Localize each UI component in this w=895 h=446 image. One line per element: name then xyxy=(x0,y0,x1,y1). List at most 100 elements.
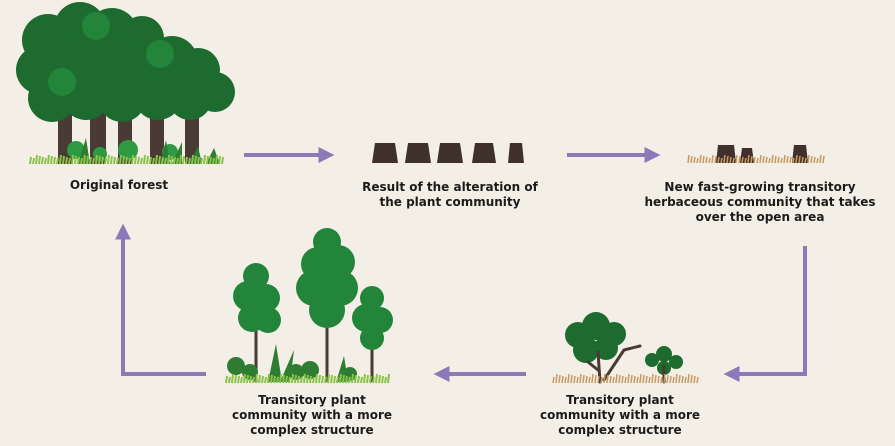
grass-blade xyxy=(95,154,98,165)
grass-blade xyxy=(300,376,303,384)
grass-blade xyxy=(261,375,264,384)
grass-blade xyxy=(561,375,564,384)
grass-blade xyxy=(345,375,348,384)
grass-blade xyxy=(110,155,113,165)
grass-blade xyxy=(813,156,816,164)
grass-blade xyxy=(291,373,294,384)
grass-blade xyxy=(678,374,681,384)
grass-blade xyxy=(38,155,41,165)
grass-blade xyxy=(182,155,185,165)
grass-blade xyxy=(32,157,35,165)
grass-blade xyxy=(624,376,627,384)
label-herbaceous-community: New fast-growing transitory herbaceous c… xyxy=(644,180,876,224)
grass-blade xyxy=(807,154,810,164)
herbaceous-illustration xyxy=(687,145,825,164)
grass-blade xyxy=(209,156,212,165)
grass-blade xyxy=(615,373,618,384)
grass-blade xyxy=(804,157,807,164)
grass-blade xyxy=(360,376,363,384)
grass-blade xyxy=(194,155,197,165)
grass-blade xyxy=(270,374,273,384)
grass-blade xyxy=(218,155,221,165)
grass-blade xyxy=(249,375,252,384)
grass-blade xyxy=(675,373,678,384)
grass-blade xyxy=(567,373,570,384)
grass-blade xyxy=(285,375,288,384)
grass-blade xyxy=(819,154,822,164)
grass-blade xyxy=(747,154,750,164)
grass-blade xyxy=(573,375,576,384)
grass-blade xyxy=(702,155,705,164)
grass-blade xyxy=(789,156,792,164)
grass-blade xyxy=(170,155,173,165)
grass-blade xyxy=(630,374,633,384)
grass-blade xyxy=(206,155,209,165)
grass-blade xyxy=(666,374,669,384)
grass-blade xyxy=(89,156,92,165)
grass-blade xyxy=(591,373,594,384)
label-early-transitory-community: Transitory plant community with a more c… xyxy=(539,393,701,437)
cycle-arrows xyxy=(115,147,807,382)
grass-blade xyxy=(732,157,735,164)
grass-blade xyxy=(642,374,645,384)
grass-blade xyxy=(188,157,191,165)
grass-blade xyxy=(363,373,366,384)
grass-blade xyxy=(200,157,203,165)
grass-blade xyxy=(80,157,83,165)
grass-blade xyxy=(351,373,354,384)
grass-blade xyxy=(672,376,675,384)
grass-blade xyxy=(125,156,128,165)
grass-blade xyxy=(128,157,131,165)
grass-blade xyxy=(264,376,267,384)
grass-blade xyxy=(197,156,200,165)
grass-blade xyxy=(375,373,378,384)
grass-blade xyxy=(558,374,561,384)
grass-blade xyxy=(600,376,603,384)
grass-blade xyxy=(92,157,95,165)
grass-blade xyxy=(378,374,381,384)
grass-blade xyxy=(155,154,158,165)
grass-blade xyxy=(179,154,182,165)
grass-blade xyxy=(693,375,696,384)
grass-blade xyxy=(717,156,720,164)
grass-blade xyxy=(753,156,756,164)
grass-blade xyxy=(83,154,86,165)
grass-blade xyxy=(810,155,813,164)
grass-blade xyxy=(726,155,729,164)
grass-blade xyxy=(312,376,315,384)
grass-blade xyxy=(690,155,693,164)
grass-blade xyxy=(738,155,741,164)
grass-blade xyxy=(795,154,798,164)
grass-blade xyxy=(651,373,654,384)
grass-blade xyxy=(777,156,780,164)
grass-blade xyxy=(348,376,351,384)
grass-blade xyxy=(822,155,825,164)
grass-blade xyxy=(140,157,143,165)
grass-blade xyxy=(780,157,783,164)
grass-blade xyxy=(62,155,65,165)
grass-blade xyxy=(801,156,804,164)
grass-blade xyxy=(276,376,279,384)
grass-blade xyxy=(221,156,224,165)
grass-blade xyxy=(143,154,146,165)
grass-blade xyxy=(774,155,777,164)
grass-blade xyxy=(231,373,234,384)
grass-blade xyxy=(771,154,774,164)
grass-blade xyxy=(657,375,660,384)
grass-blade xyxy=(191,154,194,165)
grass-blade xyxy=(164,157,167,165)
grass-blade xyxy=(606,374,609,384)
grass-blade xyxy=(294,374,297,384)
grass-blade xyxy=(723,154,726,164)
grass-blade xyxy=(576,376,579,384)
grass-blade xyxy=(564,376,567,384)
grass-blade xyxy=(240,376,243,384)
grass-blade xyxy=(750,155,753,164)
grass-blade xyxy=(77,156,80,165)
early-transitory-illustration xyxy=(552,312,699,384)
grass-blade xyxy=(59,154,62,165)
stumps-illustration xyxy=(372,143,524,163)
grass-blade xyxy=(131,154,134,165)
grass-blade xyxy=(627,373,630,384)
